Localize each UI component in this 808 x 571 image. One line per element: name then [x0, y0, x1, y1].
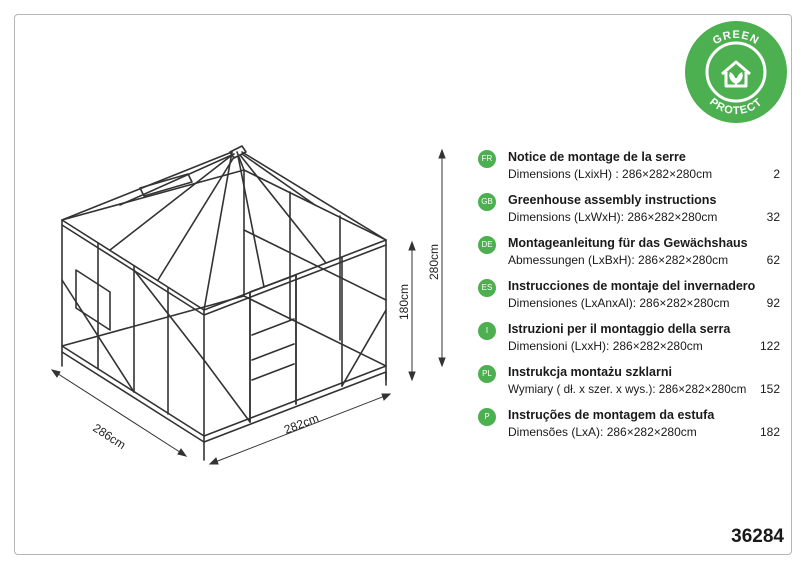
language-code-badge: GB: [478, 193, 496, 211]
language-title: Instrucciones de montaje del invernadero: [508, 279, 756, 293]
language-code-badge: FR: [478, 150, 496, 168]
language-title: Notice de montage de la serre: [508, 150, 686, 164]
language-title: Instruções de montagem da estufa: [508, 408, 715, 422]
badge-top-text: GREEN: [711, 29, 761, 47]
language-entry: I Istruzioni per il montaggio della serra…: [478, 320, 780, 363]
product-number: 36284: [731, 526, 784, 547]
language-dimensions: Dimensioni (LxxH): 286×282×280cm: [508, 339, 703, 353]
language-page-number: 122: [759, 339, 780, 353]
language-code-badge: DE: [478, 236, 496, 254]
language-code-badge: PL: [478, 365, 496, 383]
language-page-number: 92: [766, 296, 780, 310]
language-dimensions: Dimensões (LxA): 286×282×280cm: [508, 425, 697, 439]
width-dimension-label: 286cm: [90, 421, 128, 452]
language-title: Montageanleitung für das Gewächshaus: [508, 236, 748, 250]
badge-circle: [685, 21, 787, 123]
total-height-dimension-label: 280cm: [427, 244, 441, 280]
language-title: Instrukcja montażu szklarni: [508, 365, 672, 379]
language-code-badge: I: [478, 322, 496, 340]
document-page: [14, 14, 792, 555]
language-title: Greenhouse assembly instructions: [508, 193, 717, 207]
language-dimensions: Dimensiones (LxAnxAl): 286×282×280cm: [508, 296, 730, 310]
green-protect-badge: GREEN PROTECT: [685, 21, 787, 123]
language-page-number: 182: [759, 425, 780, 439]
language-code-badge: P: [478, 408, 496, 426]
length-dimension-label: 282cm: [282, 411, 321, 437]
greenhouse-drawing: 286cm 282cm 180cm 280cm: [50, 145, 446, 465]
language-code-badge: ES: [478, 279, 496, 297]
language-page-number: 32: [766, 210, 780, 224]
language-page-number: 152: [759, 382, 780, 396]
language-page-number: 62: [766, 253, 780, 267]
language-page-number: 2: [773, 167, 780, 181]
language-dimensions: Wymiary ( dł. x szer. x wys.): 286×282×2…: [508, 382, 747, 396]
language-entry: ES Instrucciones de montaje del invernade…: [478, 277, 780, 320]
language-dimensions: Abmessungen (LxBxH): 286×282×280cm: [508, 253, 729, 267]
language-dimensions: Dimensions (LxixH) : 286×282×280cm: [508, 167, 713, 181]
side-height-dimension-label: 180cm: [397, 284, 411, 320]
language-dimensions: Dimensions (LxWxH): 286×282×280cm: [508, 210, 718, 224]
language-title: Istruzioni per il montaggio della serra: [508, 322, 731, 336]
